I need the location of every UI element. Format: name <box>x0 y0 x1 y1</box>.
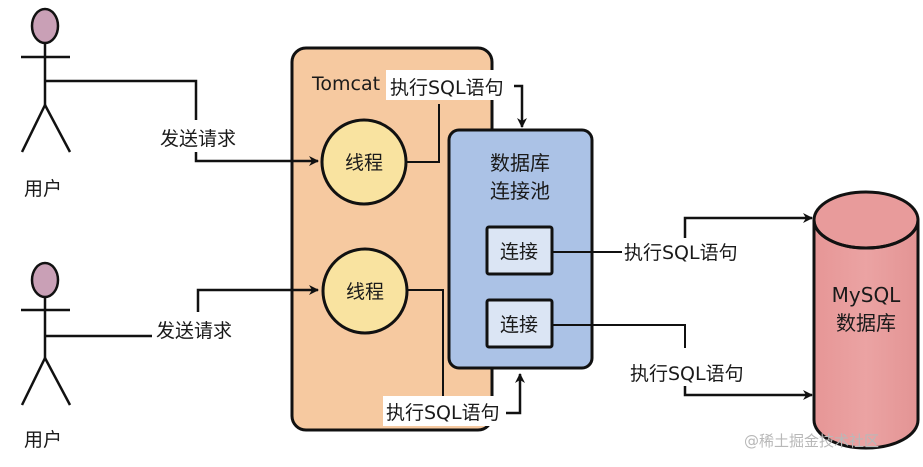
watermark: @稀土掘金技术社区 <box>744 432 879 450</box>
connection-1-label: 连接 <box>500 241 538 263</box>
thread-2-label: 线程 <box>346 281 384 303</box>
connection-2-exec-connector <box>552 324 686 348</box>
connection-2 <box>485 298 554 349</box>
user-1-label: 用户 <box>24 178 62 200</box>
thread-1-exec-label: 执行SQL语句 <box>390 77 504 99</box>
request-1-label: 发送请求 <box>160 128 236 150</box>
request-1-connector <box>45 79 198 120</box>
mysql-database-icon <box>812 190 920 450</box>
database-label-line1: MySQL <box>832 283 902 307</box>
pool-title-line2: 连接池 <box>490 179 550 203</box>
user-head-icon <box>30 261 60 299</box>
thread-1-label: 线程 <box>345 152 383 174</box>
user-1-actor <box>20 7 72 153</box>
connection-2-label: 连接 <box>500 314 538 336</box>
database-label-line2: 数据库 <box>836 311 896 335</box>
user-head-icon <box>30 7 60 45</box>
request-2-label: 发送请求 <box>156 320 232 342</box>
user-2-actor <box>20 261 72 406</box>
user-2-label: 用户 <box>24 429 62 451</box>
thread-2-exec-connector <box>407 289 444 398</box>
pool-title-line1: 数据库 <box>490 151 550 175</box>
thread-1-exec-connector <box>406 104 440 163</box>
tomcat-title: Tomcat <box>311 73 380 95</box>
connection-1 <box>485 225 554 276</box>
connection-2-exec-label: 执行SQL语句 <box>630 363 744 385</box>
connection-1-exec-label: 执行SQL语句 <box>624 242 738 264</box>
thread-2-exec-label: 执行SQL语句 <box>386 402 500 424</box>
